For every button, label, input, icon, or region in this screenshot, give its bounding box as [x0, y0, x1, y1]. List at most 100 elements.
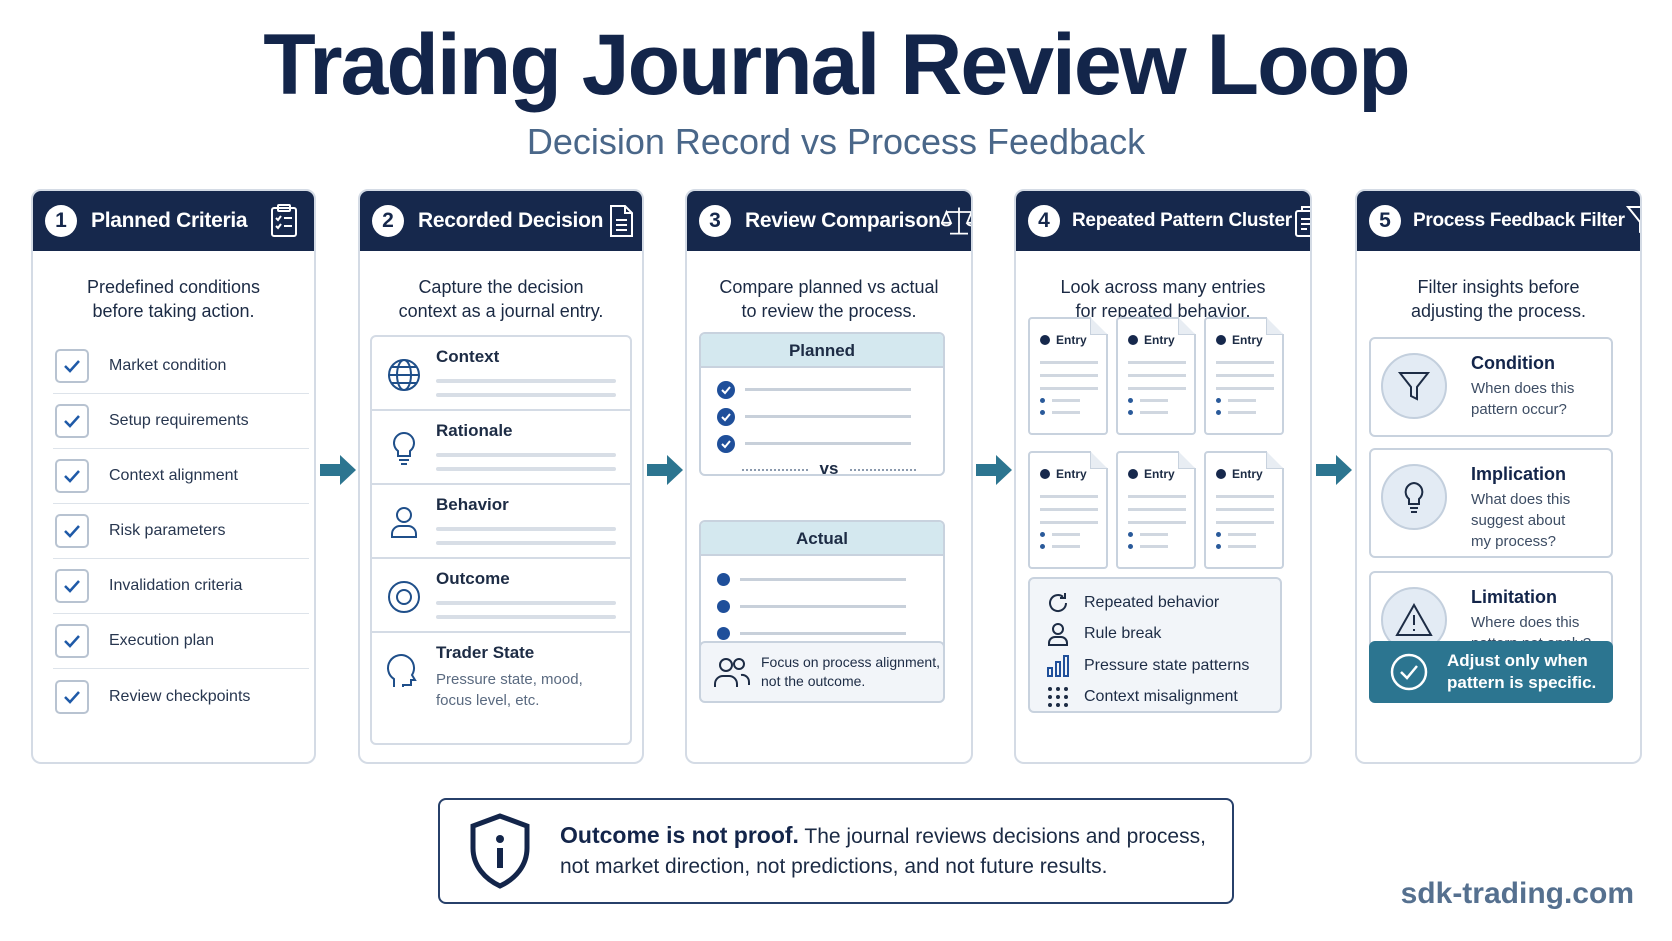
checkbox[interactable] — [55, 459, 89, 493]
flow-arrow-icon — [320, 455, 356, 485]
check-circle-icon — [717, 434, 735, 453]
shield-info-icon — [470, 813, 530, 889]
list-item: Execution plan — [53, 614, 309, 669]
warning-icon — [1395, 603, 1433, 636]
lightbulb-icon — [1404, 481, 1424, 513]
checkbox[interactable] — [55, 514, 89, 548]
actual-panel: Actual — [699, 520, 945, 654]
card-header: 4 Repeated Pattern Cluster — [1016, 191, 1310, 251]
checkbox[interactable] — [55, 679, 89, 714]
step-number: 3 — [699, 205, 731, 237]
checkmark-icon — [64, 580, 80, 593]
checkmark-icon — [64, 525, 80, 538]
bullet-dot-icon — [717, 600, 730, 613]
card-title: Repeated Pattern Cluster — [1072, 210, 1292, 231]
journal-entry-card[interactable]: Entry — [1204, 451, 1284, 569]
head-profile-icon — [387, 654, 417, 687]
focus-note: Focus on process alignment,not the outco… — [699, 641, 945, 703]
card-title: Review Comparison — [745, 209, 941, 232]
record-row-rationale: Rationale — [372, 411, 630, 485]
list-item: Invalidation criteria — [53, 559, 309, 614]
card-header: 1 Planned Criteria — [33, 191, 314, 251]
check-circle-icon — [717, 407, 735, 426]
card-title: Recorded Decision — [418, 209, 604, 232]
criteria-list: Market condition Setup requirements Cont… — [53, 339, 309, 724]
page-fold-icon — [1178, 317, 1196, 335]
card-description: Predefined conditions before taking acti… — [86, 277, 261, 321]
journal-entry-card[interactable]: Entry — [1028, 317, 1108, 435]
page-title: Trading Journal Review Loop — [263, 17, 1410, 113]
journal-entry-card[interactable]: Entry — [1028, 451, 1108, 569]
target-icon — [388, 581, 420, 613]
list-item: Context misalignment — [1046, 682, 1280, 714]
globe-icon — [388, 359, 420, 391]
pattern-list: Repeated behavior Rule break Pressure st… — [1028, 577, 1282, 713]
journal-entry-card[interactable]: Entry — [1116, 451, 1196, 569]
checkmark-icon — [64, 360, 80, 373]
card-recorded-decision: 2 Recorded Decision Capture the decision… — [358, 189, 644, 764]
card-header: 2 Recorded Decision — [360, 191, 642, 251]
record-row-behavior: Behavior — [372, 485, 630, 559]
page-fold-icon — [1178, 451, 1196, 469]
document-icon — [610, 205, 634, 237]
card-process-feedback-filter: 5 Process Feedback Filter Filter insight… — [1355, 189, 1642, 764]
checkmark-icon — [64, 635, 80, 648]
list-item: Context alignment — [53, 449, 309, 504]
record-row-outcome: Outcome — [372, 559, 630, 633]
vs-separator: vs — [687, 459, 971, 479]
list-item: Market condition — [53, 339, 309, 394]
card-header: 5 Process Feedback Filter — [1357, 191, 1640, 251]
list-item: Setup requirements — [53, 394, 309, 449]
checkbox[interactable] — [55, 404, 89, 438]
list-item: Pressure state patterns — [1046, 650, 1280, 682]
funnel-icon — [1625, 206, 1640, 234]
card-description: Filter insights before adjusting the pro… — [1410, 277, 1587, 321]
card-description: Look across many entries for repeated be… — [1060, 277, 1266, 321]
checkbox[interactable] — [55, 624, 89, 658]
card-title: Planned Criteria — [91, 209, 248, 232]
page-fold-icon — [1090, 317, 1108, 335]
list-item: Repeated behavior — [1046, 587, 1280, 619]
card-review-comparison: 3 Review Comparison Compare planned vs a… — [685, 189, 973, 764]
record-row-context: Context — [372, 337, 630, 411]
card-title: Process Feedback Filter — [1413, 210, 1625, 231]
person-icon — [1048, 623, 1068, 647]
page-fold-icon — [1266, 317, 1284, 335]
disclaimer-note: Outcome is not proof. The journal review… — [438, 798, 1234, 904]
clipboard-icon — [271, 204, 297, 237]
list-item: Rule break — [1046, 619, 1280, 651]
planned-header: Planned — [701, 334, 943, 368]
record-row-trader-state: Trader State Pressure state, mood,focus … — [372, 633, 630, 737]
balance-scale-icon — [940, 207, 971, 235]
flow-arrow-icon — [1316, 455, 1352, 485]
card-repeated-pattern-cluster: 4 Repeated Pattern Cluster Look across m… — [1014, 189, 1312, 764]
bullet-dot-icon — [717, 573, 730, 586]
bullet-dot-icon — [717, 627, 730, 640]
check-circle-icon — [717, 380, 735, 399]
step-number: 1 — [45, 205, 77, 237]
dot-grid-icon — [1048, 687, 1068, 708]
journal-entry-card[interactable]: Entry — [1204, 317, 1284, 435]
flow-arrow-icon — [976, 455, 1012, 485]
stacked-documents-icon — [1294, 206, 1310, 237]
card-description: Capture the decision context as a journa… — [398, 277, 604, 321]
people-icon — [714, 658, 751, 687]
refresh-icon — [1049, 592, 1068, 612]
card-description: Compare planned vs actual to review the … — [719, 277, 939, 321]
checkbox[interactable] — [55, 349, 89, 383]
page-subtitle: Decision Record vs Process Feedback — [526, 121, 1146, 162]
step-number: 5 — [1369, 205, 1401, 237]
card-planned-criteria: 1 Planned Criteria Predefined conditions… — [31, 189, 316, 764]
checkmark-icon — [64, 470, 80, 483]
bar-chart-icon — [1047, 654, 1069, 677]
journal-entry-record: Context Rationale Behavior Outcome Trade… — [370, 335, 632, 745]
check-circle-icon — [1390, 653, 1428, 691]
journal-entry-card[interactable]: Entry — [1116, 317, 1196, 435]
funnel-icon — [1397, 372, 1431, 401]
lightbulb-icon — [393, 431, 415, 465]
checkmark-icon — [64, 415, 80, 428]
checkbox[interactable] — [55, 569, 89, 603]
